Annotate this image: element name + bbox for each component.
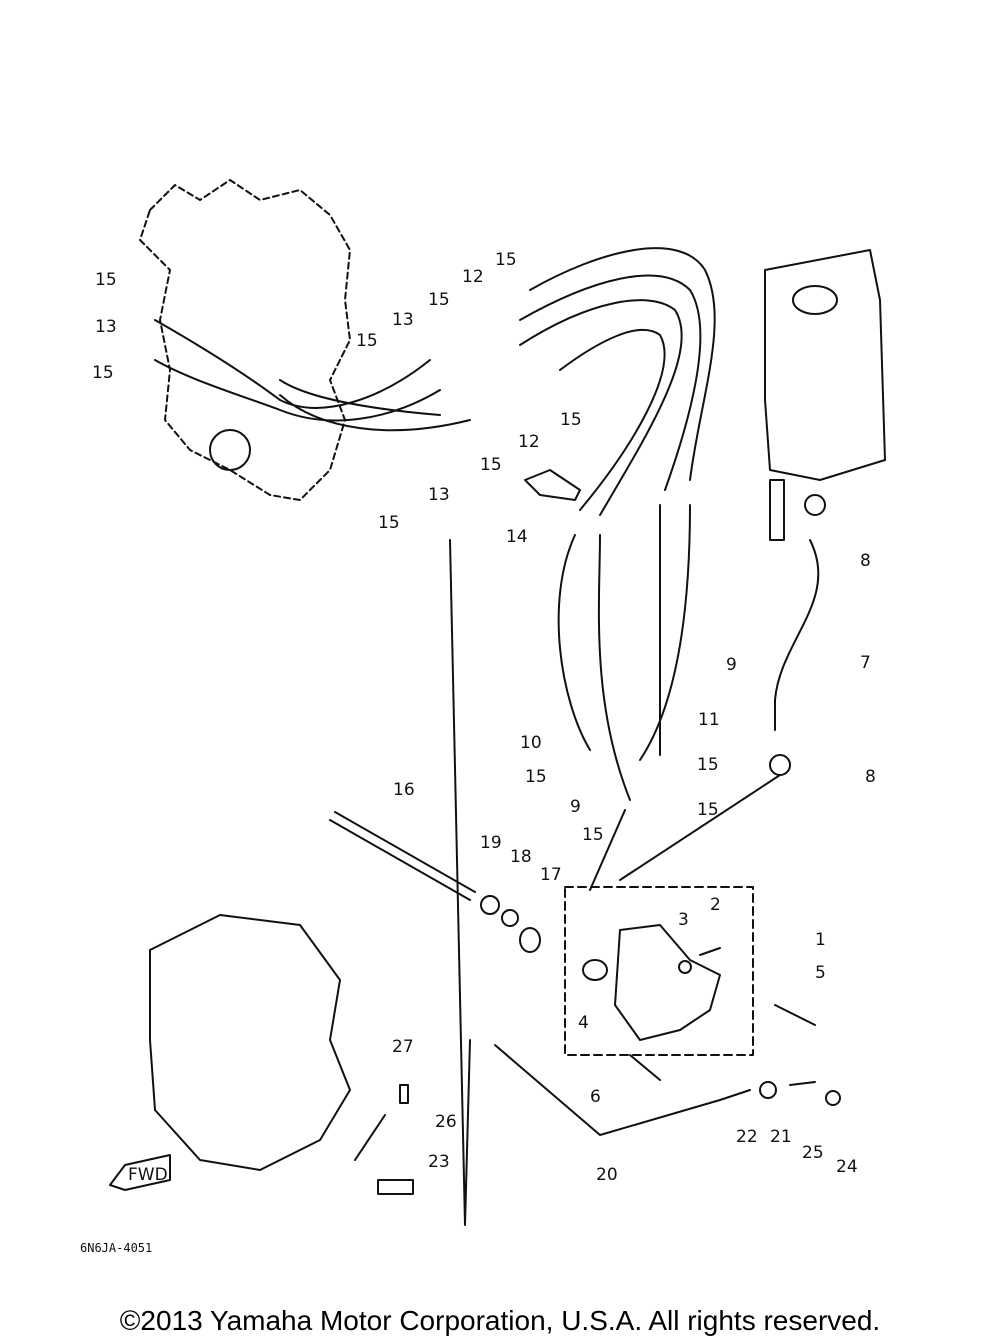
- part-16: 16: [393, 780, 415, 800]
- part-24: 24: [836, 1157, 858, 1177]
- hose-loop-4: [559, 329, 666, 511]
- part-15-j: 15: [697, 755, 719, 775]
- part-4: 4: [578, 1013, 589, 1033]
- part-13-bottom: 13: [428, 485, 450, 505]
- part-10: 10: [520, 733, 542, 753]
- washer-22: [759, 1081, 777, 1099]
- part-21: 21: [770, 1127, 792, 1147]
- hose-13-d: [279, 394, 471, 432]
- part-14: 14: [506, 527, 528, 547]
- part-19: 19: [480, 833, 502, 853]
- part-25: 25: [802, 1143, 824, 1163]
- part-9-right: 9: [726, 655, 737, 675]
- hose-loop-1: [529, 247, 716, 481]
- seal-17: [519, 927, 541, 953]
- clamp-8-upper: [804, 494, 826, 516]
- part-17: 17: [540, 865, 562, 885]
- part-15-c: 15: [356, 331, 378, 351]
- part-15-k: 15: [697, 800, 719, 820]
- engine-block-lower: [149, 914, 351, 1171]
- part-15-h: 15: [378, 513, 400, 533]
- hose-loop-3: [519, 299, 683, 516]
- engine-block-upper: [139, 179, 351, 501]
- oil-pump: [614, 924, 721, 1041]
- hose-9-right: [639, 504, 691, 761]
- part-15-a: 15: [95, 270, 117, 290]
- shaft-16: [329, 811, 476, 901]
- oil-tank: [764, 249, 886, 481]
- fwd-arrow: [109, 1154, 171, 1191]
- hose-7: [774, 539, 820, 731]
- diagram-code: 6N6JA-4051: [80, 1241, 152, 1255]
- part-15-b: 15: [92, 363, 114, 383]
- pin-27: [399, 1084, 409, 1104]
- part-22: 22: [736, 1127, 758, 1147]
- part-7: 7: [860, 653, 871, 673]
- rod-20: [494, 1044, 751, 1136]
- clamp-8-lower: [769, 754, 791, 776]
- bolt-2: [699, 947, 721, 956]
- part-12-top: 12: [462, 267, 484, 287]
- hose-10: [557, 534, 591, 751]
- part-8-lower: 8: [865, 767, 876, 787]
- part-27: 27: [392, 1037, 414, 1057]
- part-13-top: 13: [392, 310, 414, 330]
- part-15-g: 15: [480, 455, 502, 475]
- part-26: 26: [435, 1112, 457, 1132]
- hose-9-lower: [597, 534, 631, 801]
- copyright-notice: ©2013 Yamaha Motor Corporation, U.S.A. A…: [119, 1305, 881, 1336]
- washer-3: [678, 960, 692, 974]
- part-9-lower: 9: [570, 797, 581, 817]
- bolt-6: [629, 1054, 661, 1081]
- bolt-5: [774, 1004, 816, 1026]
- hose-13-c: [279, 379, 441, 416]
- part-15-l: 15: [582, 825, 604, 845]
- part-15-i: 15: [525, 767, 547, 787]
- part-12-bottom: 12: [518, 432, 540, 452]
- part-15-f: 15: [560, 410, 582, 430]
- collar-23: [377, 1179, 414, 1195]
- part-18: 18: [510, 847, 532, 867]
- part-1: 1: [815, 930, 826, 950]
- washer-25: [825, 1090, 841, 1106]
- hose-13-a: [154, 319, 431, 409]
- part-5: 5: [815, 963, 826, 983]
- part-6: 6: [590, 1087, 601, 1107]
- clip-14: [524, 469, 581, 501]
- part-2: 2: [710, 895, 721, 915]
- exploded-parts-diagram: 6N6JA-4051 FWD 1 2 3 4 5 6 7 8 8 9 9 10 …: [80, 179, 886, 1255]
- part-23: 23: [428, 1152, 450, 1172]
- oil-pump-assembly-box: [564, 886, 754, 1056]
- joint-21: [789, 1081, 816, 1086]
- hose-loop-2: [519, 274, 702, 491]
- part-15-d: 15: [428, 290, 450, 310]
- washer-19: [480, 895, 500, 915]
- o-ring-18: [501, 909, 519, 927]
- part-20: 20: [596, 1165, 618, 1185]
- fwd-label: FWD: [128, 1165, 168, 1185]
- part-15-e: 15: [495, 250, 517, 270]
- part-11: 11: [698, 710, 720, 730]
- link-26: [354, 1114, 386, 1161]
- part-3: 3: [678, 910, 689, 930]
- part-13-left: 13: [95, 317, 117, 337]
- part-8-upper: 8: [860, 551, 871, 571]
